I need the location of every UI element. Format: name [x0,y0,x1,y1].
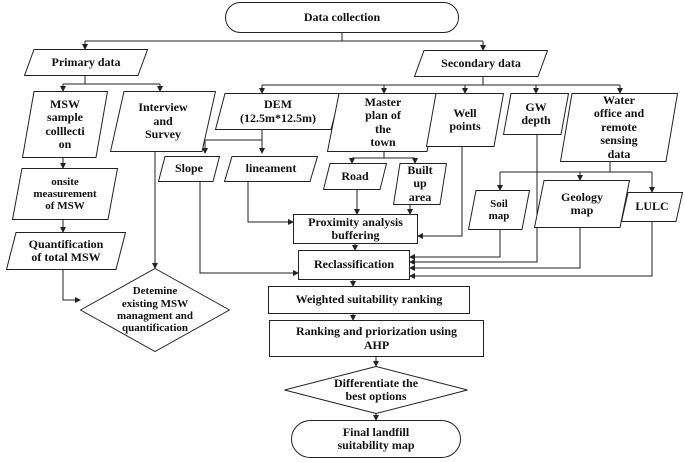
gw-depth-label: GW depth [521,99,551,127]
onsite-measurement-label: onsite measurement of MSW [33,175,97,213]
well-points-label: Well points [449,105,481,133]
quantification-node: Quantification of total MSW [6,232,126,270]
ranking-ahp-node: Ranking and priorization using AHP [269,320,484,357]
master-plan-label: Master plan of the town [364,94,402,149]
proximity-analysis-label: Proximity analysis buffering [308,214,403,242]
primary-data-label: Primary data [51,54,121,69]
lineament-node: lineament [224,156,318,182]
final-map-node: Final landfill suitability map [291,420,461,458]
road-node: Road [323,163,387,190]
water-office-node: Water office and remote sensing data [560,93,678,162]
reclassification-node: Reclassification [298,250,410,280]
built-up-area-label: Built up area [407,162,433,204]
differentiate-node: Differentiate the best options [284,366,468,414]
lineament-label: lineament [245,161,297,176]
master-plan-node: Master plan of the town [327,93,439,152]
final-map-label: Final landfill suitability map [337,424,415,452]
msw-sample-label: MSW sample colllecti on [45,96,85,151]
secondary-data-label: Secondary data [441,55,521,70]
soil-map-node: Soil map [468,190,530,230]
secondary-data-node: Secondary data [414,50,548,77]
geology-map-node: Geology map [534,180,630,228]
gw-depth-node: GW depth [503,93,569,135]
water-office-label: Water office and remote sensing data [593,92,645,161]
interview-survey-label: Interview and Survey [138,100,188,142]
interview-survey-node: Interview and Survey [110,91,216,152]
data-collection-label: Data collection [303,9,381,24]
ranking-ahp-label: Ranking and priorization using AHP [295,324,458,352]
msw-sample-node: MSW sample colllecti on [22,91,108,158]
determine-existing-msw-node: Detemine existing MSW managment and quan… [80,268,230,352]
determine-existing-msw-label: Detemine existing MSW managment and quan… [116,285,194,335]
primary-data-node: Primary data [24,49,148,76]
soil-map-label: Soil map [488,197,510,222]
dem-node: DEM (12.5m*12.5m) [215,93,341,130]
onsite-measurement-node: onsite measurement of MSW [12,168,118,220]
slope-label: Slope [174,161,203,176]
data-collection-node: Data collection [225,2,459,33]
weighted-suitability-label: Weighted suitability ranking [295,292,443,307]
slope-node: Slope [158,156,220,182]
well-points-node: Well points [426,93,504,147]
geology-map-label: Geology map [561,189,603,217]
dem-label: DEM (12.5m*12.5m) [240,97,316,125]
quantification-label: Quantification of total MSW [28,236,104,264]
built-up-area-node: Built up area [393,163,447,205]
differentiate-label: Differentiate the best options [333,375,419,403]
road-label: Road [341,168,369,183]
weighted-suitability-node: Weighted suitability ranking [268,286,470,314]
proximity-analysis-node: Proximity analysis buffering [293,214,418,244]
lulc-node: LULC [621,192,683,222]
reclassification-label: Reclassification [314,257,394,272]
lulc-label: LULC [635,199,669,214]
